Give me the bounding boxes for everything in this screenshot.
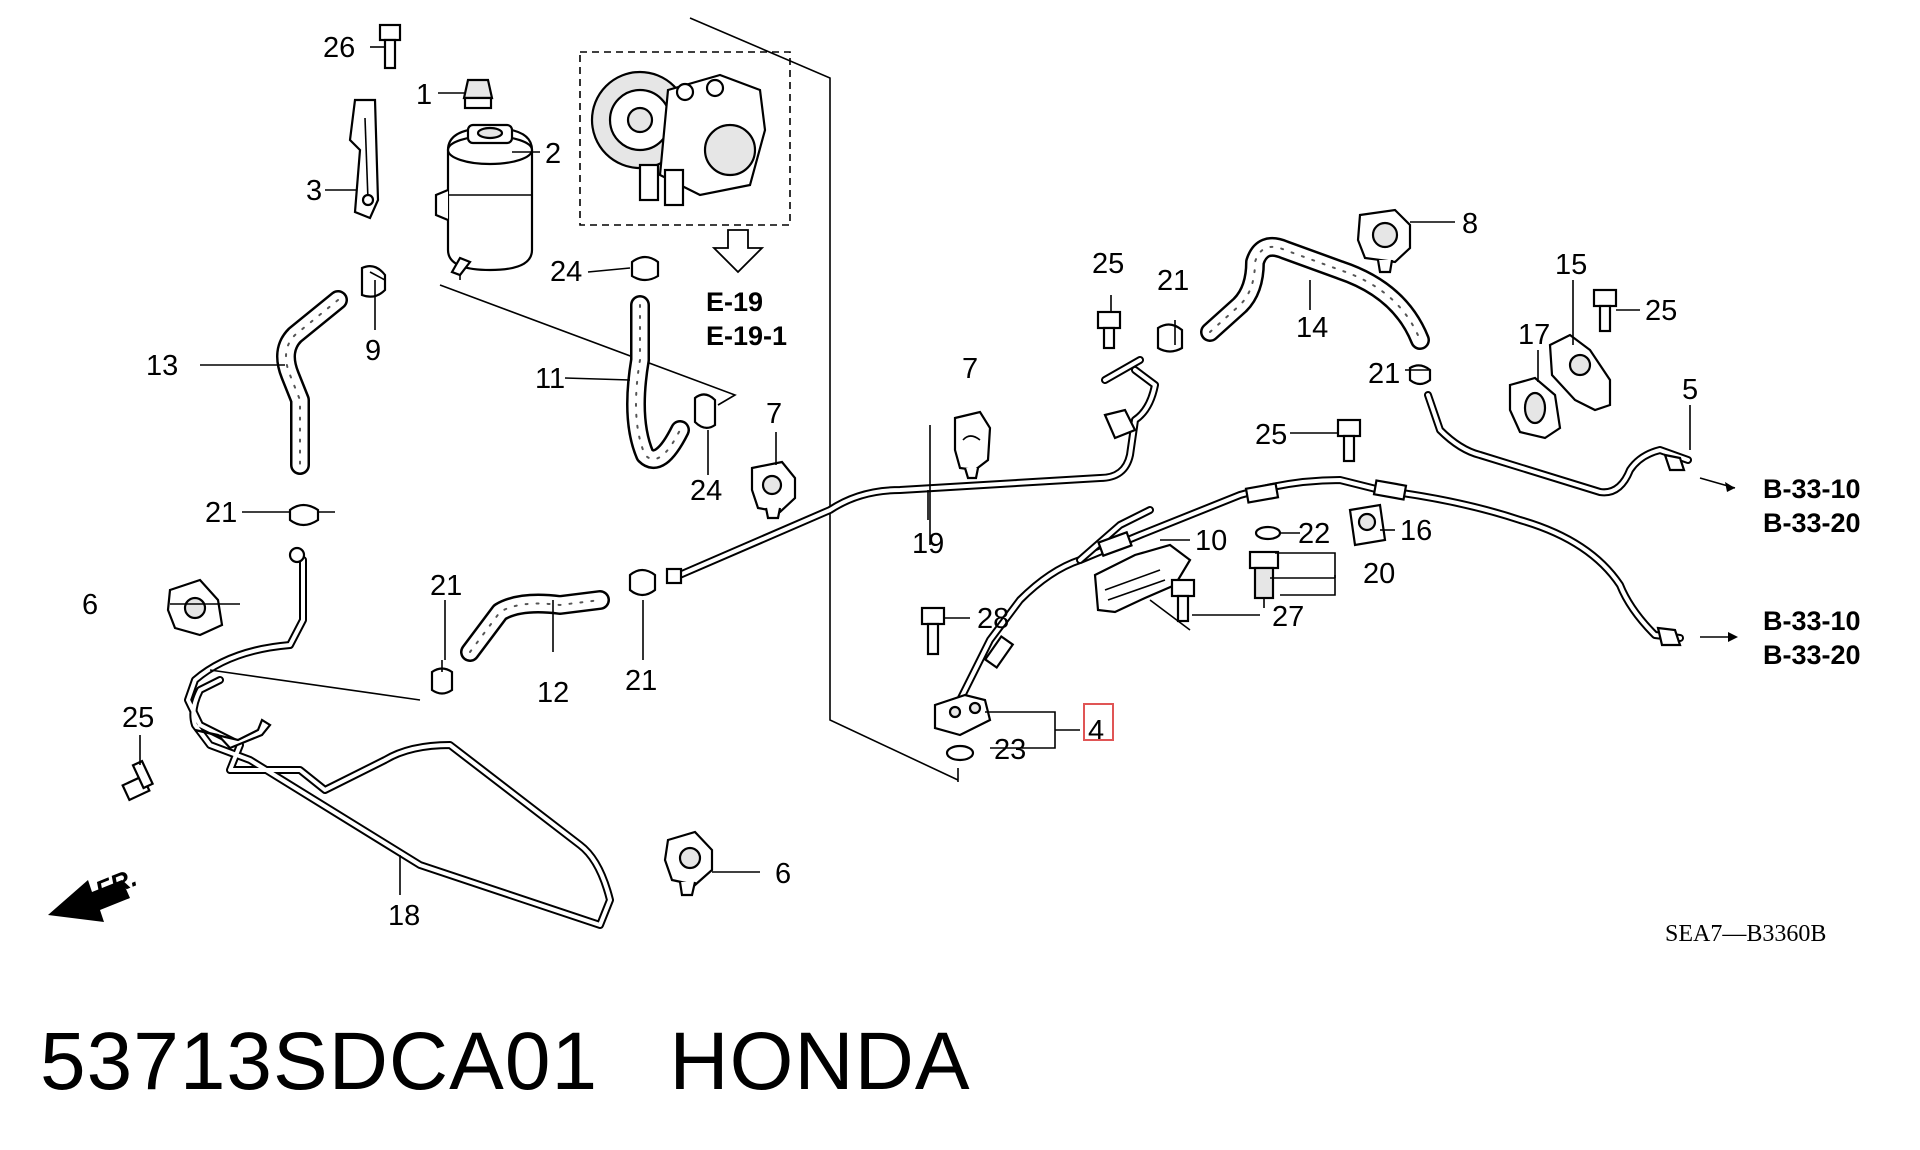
callout-10[interactable]: 10 <box>1195 525 1227 557</box>
callout-16[interactable]: 16 <box>1400 515 1432 547</box>
washer-22 <box>1254 525 1282 541</box>
ref-b33-20-bottom[interactable]: B-33-20 <box>1763 640 1861 670</box>
clamp-16 <box>1348 503 1387 547</box>
callout-22[interactable]: 22 <box>1298 518 1330 550</box>
callout-12[interactable]: 12 <box>537 677 569 709</box>
hose-14 <box>1200 237 1430 350</box>
part-title: 53713SDCA01 HONDA <box>40 1015 971 1109</box>
reservoir-tank <box>434 123 534 280</box>
ref-b33-10-bottom[interactable]: B-33-10 <box>1763 606 1861 636</box>
callout-25-upper[interactable]: 25 <box>1092 248 1124 280</box>
callout-27[interactable]: 27 <box>1272 601 1304 633</box>
brand-name: HONDA <box>669 1016 971 1107</box>
callout-28[interactable]: 28 <box>977 603 1009 635</box>
callout-17[interactable]: 17 <box>1518 319 1550 351</box>
mount-7-upper <box>953 410 992 480</box>
callout-21-upper[interactable]: 21 <box>1157 265 1189 297</box>
callout-13[interactable]: 13 <box>146 350 178 382</box>
callout-21-hose12-right[interactable]: 21 <box>625 665 657 697</box>
mount-6-left <box>166 578 224 637</box>
hose-12 <box>460 590 610 662</box>
clamp-21-hose12-left <box>430 660 454 695</box>
bolt-28 <box>920 606 946 656</box>
ref-b33-10-top[interactable]: B-33-10 <box>1763 474 1861 504</box>
sensor-20 <box>1248 550 1280 608</box>
callout-25-middle[interactable]: 25 <box>1255 419 1287 451</box>
clamp-21-hose13 <box>288 503 335 527</box>
callout-15[interactable]: 15 <box>1555 249 1587 281</box>
ref-b33-20-top[interactable]: B-33-20 <box>1763 508 1861 538</box>
reservoir-cap <box>462 78 494 110</box>
callout-3[interactable]: 3 <box>306 175 322 207</box>
callout-6-left[interactable]: 6 <box>82 589 98 621</box>
part-number: 53713SDCA01 <box>40 1016 599 1107</box>
mount-6-lower <box>663 830 714 897</box>
clamp-9 <box>360 265 387 298</box>
pipe-5 <box>1424 391 1692 497</box>
callout-labels: 26 1 2 3 9 13 11 24 24 7 21 6 21 12 21 2… <box>82 32 1698 932</box>
ref-e19[interactable]: E-19 <box>706 287 763 317</box>
callout-25-right[interactable]: 25 <box>1645 295 1677 327</box>
ref-e19-1[interactable]: E-19-1 <box>706 321 787 351</box>
flange-4 <box>933 693 992 737</box>
bolt-27 <box>1170 578 1196 623</box>
reservoir-bracket <box>348 98 380 220</box>
bracket-15 <box>1548 333 1612 412</box>
clamp-21-hose12-right <box>628 568 657 597</box>
bolt-25-lower-left <box>121 759 155 802</box>
return-pipe-18 <box>184 546 614 929</box>
clamp-24-bottom <box>693 393 717 429</box>
hose-11 <box>626 295 690 469</box>
callout-18[interactable]: 18 <box>388 900 420 932</box>
callout-24-bottom[interactable]: 24 <box>690 475 722 507</box>
callout-21-hose12-left[interactable]: 21 <box>430 570 462 602</box>
callout-23[interactable]: 23 <box>994 734 1026 766</box>
callout-20[interactable]: 20 <box>1363 558 1395 590</box>
callout-5[interactable]: 5 <box>1682 374 1698 406</box>
callout-21-pipe5[interactable]: 21 <box>1368 358 1400 390</box>
pipe-19 <box>665 356 1159 585</box>
highlight-part-4 <box>1083 703 1114 741</box>
steering-pump-reference: E-19 E-19-1 <box>579 51 791 351</box>
callout-26[interactable]: 26 <box>323 32 355 64</box>
hose-13 <box>276 290 348 475</box>
group-bracket-line <box>689 17 959 781</box>
clamp-21-pipe5 <box>1408 364 1432 386</box>
mount-7-left <box>750 460 797 520</box>
leader-lines <box>139 46 1738 895</box>
clamp-21-upper-middle <box>1156 323 1184 353</box>
callout-2[interactable]: 2 <box>545 138 561 170</box>
callout-8[interactable]: 8 <box>1462 208 1478 240</box>
bracket-10 <box>1093 543 1192 614</box>
callout-7-upper[interactable]: 7 <box>962 353 978 385</box>
callout-19[interactable]: 19 <box>912 528 944 560</box>
callout-11[interactable]: 11 <box>535 363 565 395</box>
callout-24-top[interactable]: 24 <box>550 256 582 288</box>
pressure-hose-assembly <box>956 476 1684 704</box>
callout-21-left[interactable]: 21 <box>205 497 237 529</box>
bolt-25-upper <box>1096 310 1122 350</box>
rubber-17 <box>1508 376 1562 440</box>
diagram-code: SEA7—B3360B <box>1665 921 1826 947</box>
callout-9[interactable]: 9 <box>365 335 381 367</box>
section-references: B-33-10 B-33-20 B-33-10 B-33-20 <box>1763 474 1861 670</box>
front-direction-arrow: FR. <box>48 862 141 922</box>
callout-7-left[interactable]: 7 <box>766 398 782 430</box>
callout-25-lower-left[interactable]: 25 <box>122 702 154 734</box>
mount-8 <box>1356 208 1412 274</box>
bolt-26 <box>378 23 402 70</box>
bolt-25-right <box>1592 288 1618 333</box>
callout-1[interactable]: 1 <box>416 79 432 111</box>
callout-6-lower[interactable]: 6 <box>775 858 791 890</box>
oring-23 <box>945 744 975 762</box>
bolt-25-middle <box>1336 418 1362 463</box>
clamp-24-top <box>630 255 660 282</box>
callout-14[interactable]: 14 <box>1296 312 1328 344</box>
